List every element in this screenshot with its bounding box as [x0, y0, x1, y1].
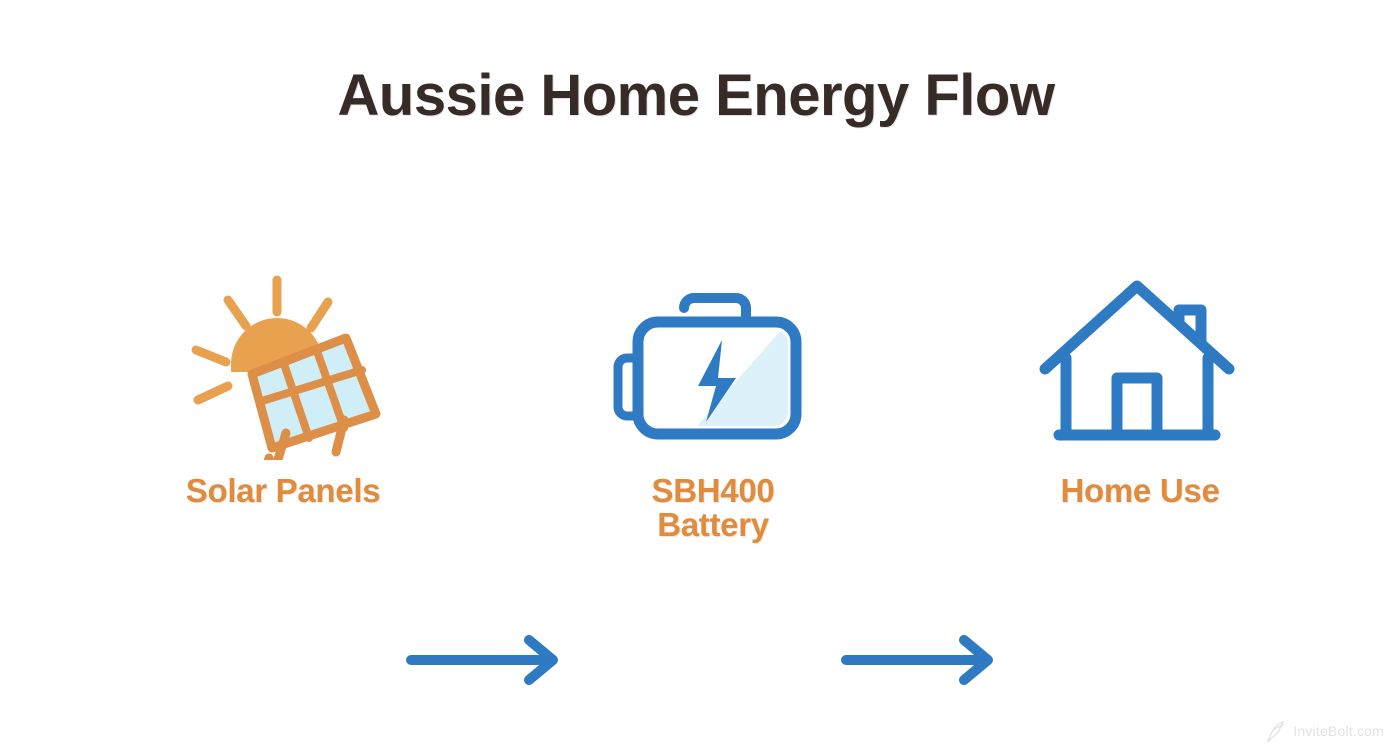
- flow-node-home-label: Home Use: [990, 474, 1290, 508]
- battery-icon-wrap: [563, 270, 863, 460]
- flow-node-battery[interactable]: SBH400 Battery: [563, 270, 863, 542]
- arrow-battery-to-home: [841, 635, 993, 685]
- flow-node-solar-label: Solar Panels: [133, 474, 433, 508]
- house-icon-wrap: [990, 270, 1290, 460]
- solar-panel-body: [247, 333, 381, 460]
- lightning-bolt-icon: [697, 340, 736, 422]
- arrow-solar-to-battery: [406, 635, 558, 685]
- watermark: InviteBolt.com: [1265, 718, 1384, 744]
- flow-node-home[interactable]: Home Use: [990, 270, 1290, 508]
- battery-label-line-2: Battery: [657, 505, 769, 543]
- flow-row: Solar Panels: [0, 270, 1392, 685]
- watermark-text: InviteBolt.com: [1293, 723, 1384, 739]
- bird-logo-icon: [1266, 720, 1285, 743]
- battery-label-line-1: SBH400: [651, 472, 775, 509]
- solar-label-line-1: Solar Panels: [185, 472, 381, 509]
- house-icon: [1039, 280, 1234, 441]
- solar-icon-wrap: [133, 270, 433, 460]
- flow-node-solar[interactable]: Solar Panels: [133, 270, 433, 508]
- home-label-line-1: Home Use: [1060, 472, 1220, 509]
- solar-panel-icon: [191, 275, 381, 460]
- flow-node-battery-label: SBH400 Battery: [563, 474, 863, 542]
- battery-icon: [613, 293, 801, 440]
- page-title: Aussie Home Energy Flow: [337, 63, 1055, 128]
